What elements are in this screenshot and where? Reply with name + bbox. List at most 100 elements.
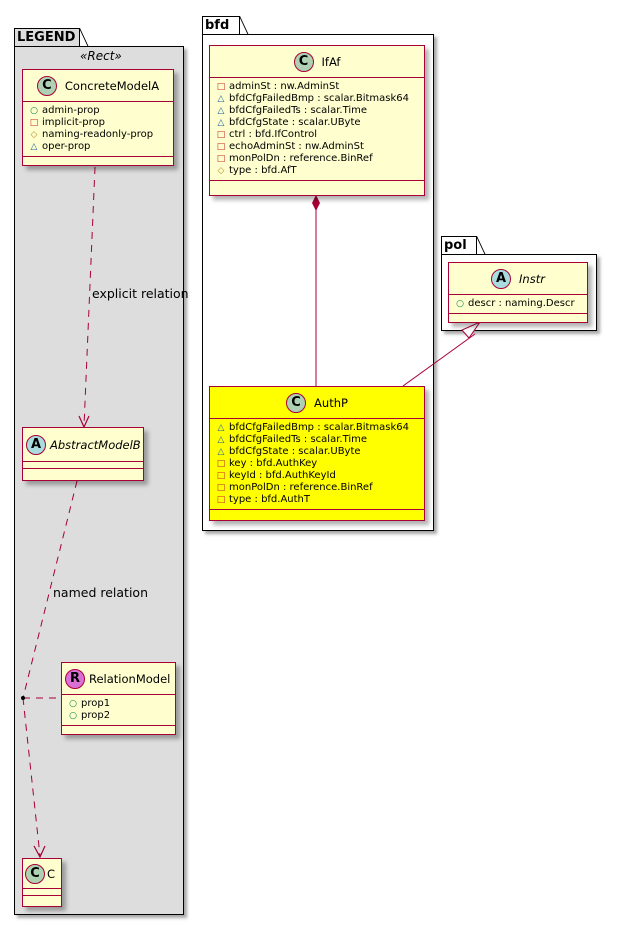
class-authp[interactable]: C AuthP △ bfdCfgFailedBmp : scalar.Bitmas… — [209, 386, 425, 521]
attributes-section — [23, 889, 61, 896]
attribute-row: ○ prop1 — [68, 698, 175, 710]
class-name: AuthP — [314, 395, 348, 410]
class-name: RelationModel — [89, 671, 171, 686]
class-spot-icon: C — [293, 51, 314, 72]
private-visibility-icon: □ — [216, 82, 226, 92]
class-instr[interactable]: A Instr ○ descr : naming.Descr — [448, 262, 588, 323]
package-name-legend: LEGEND — [17, 30, 76, 45]
package-visibility-icon: △ — [217, 447, 225, 457]
explicit-relation-line — [83, 166, 96, 427]
attribute-text: ctrl : bfd.IfControl — [229, 129, 318, 140]
attributes-section — [23, 462, 143, 469]
public-visibility-icon: ○ — [69, 699, 77, 709]
class-name: C — [47, 866, 56, 881]
private-visibility-icon: □ — [216, 459, 226, 469]
private-visibility-icon: □ — [216, 471, 226, 481]
attribute-list: ○ admin-prop □ implicit-prop ◇ naming-re… — [23, 102, 173, 157]
class-header: C C — [23, 859, 61, 889]
package-visibility-icon: △ — [30, 142, 38, 152]
attribute-text: bfdCfgFailedBmp : scalar.Bitmask64 — [229, 93, 410, 104]
attribute-row: △ oper-prop — [29, 141, 173, 153]
named-relation-arrowhead — [33, 845, 46, 859]
explicit-relation-label: explicit relation — [92, 286, 189, 301]
attribute-row: □adminSt : nw.AdminSt — [216, 81, 424, 93]
attribute-list: ○ descr : naming.Descr — [449, 295, 587, 314]
attribute-list: ○ prop1 ○ prop2 — [62, 695, 175, 726]
attribute-text: key : bfd.AuthKey — [229, 458, 318, 469]
attribute-text: bfdCfgFailedTs : scalar.Time — [229, 105, 368, 116]
methods-section — [23, 157, 173, 164]
class-name: ConcreteModelA — [64, 78, 160, 93]
class-header: C ConcreteModelA — [23, 70, 173, 102]
class-concrete-model-a[interactable]: C ConcreteModelA ○ admin-prop □ implicit… — [22, 69, 174, 166]
attribute-row: □type : bfd.AuthT — [216, 494, 424, 506]
attribute-row: △ bfdCfgFailedTs : scalar.Time — [216, 434, 424, 446]
private-visibility-icon: □ — [216, 130, 226, 140]
attribute-row: □monPolDn : reference.BinRef — [216, 482, 424, 494]
legend-stereotype: «Rect» — [80, 49, 122, 63]
public-visibility-icon: ○ — [456, 299, 464, 309]
methods-section — [210, 510, 424, 517]
attribute-text: prop1 — [81, 698, 111, 709]
named-relation-line-upper — [22, 480, 78, 699]
attribute-row: ○ prop2 — [68, 710, 175, 722]
attribute-text: bfdCfgState : scalar.UByte — [229, 446, 361, 457]
package-visibility-icon: △ — [217, 118, 225, 128]
package-visibility-icon: △ — [217, 94, 225, 104]
class-relation-model[interactable]: R RelationModel ○ prop1 ○ prop2 — [61, 662, 176, 735]
attribute-row: □ implicit-prop — [29, 117, 173, 129]
class-header: C IfAf — [210, 46, 424, 78]
class-spot-icon: C — [25, 863, 45, 884]
private-visibility-icon: □ — [216, 154, 226, 164]
attribute-row: △ bfdCfgFailedBmp : scalar.Bitmask64 — [216, 422, 424, 434]
package-name-bfd: bfd — [205, 18, 230, 33]
attribute-list: △ bfdCfgFailedBmp : scalar.Bitmask64 △ bfd… — [210, 419, 424, 510]
attribute-text: bfdCfgFailedBmp : scalar.Bitmask64 — [229, 422, 410, 433]
class-name: Instr — [519, 271, 545, 286]
attribute-list: □adminSt : nw.AdminSt △bfdCfgFailedBmp :… — [210, 78, 424, 181]
methods-section — [23, 896, 61, 903]
attribute-row: △ bfdCfgFailedTs : scalar.Time — [216, 105, 424, 117]
attribute-text: naming-readonly-prop — [42, 129, 154, 140]
attribute-text: echoAdminSt : nw.AdminSt — [229, 141, 364, 152]
package-tab-legend: LEGEND — [14, 28, 80, 47]
methods-section — [62, 726, 175, 733]
attribute-row: △ bfdCfgState : scalar.UByte — [216, 117, 424, 129]
class-header: A AbstractModelB — [23, 428, 143, 462]
class-header: C AuthP — [210, 387, 424, 419]
attribute-text: keyId : bfd.AuthKeyId — [229, 470, 336, 481]
attribute-text: bfdCfgState : scalar.UByte — [229, 117, 361, 128]
private-visibility-icon: □ — [29, 118, 39, 128]
attribute-row: □ctrl : bfd.IfControl — [216, 129, 424, 141]
attribute-row: ○ descr : naming.Descr — [455, 298, 587, 310]
package-visibility-icon: △ — [217, 435, 225, 445]
attribute-row: ◇type : bfd.AfT — [216, 165, 424, 177]
attribute-text: bfdCfgFailedTs : scalar.Time — [229, 434, 368, 445]
package-visibility-icon: △ — [217, 423, 225, 433]
attribute-row: △ bfdCfgState : scalar.UByte — [216, 446, 424, 458]
attribute-text: adminSt : nw.AdminSt — [229, 81, 340, 92]
public-visibility-icon: ○ — [30, 106, 38, 116]
attribute-row: △ bfdCfgFailedBmp : scalar.Bitmask64 — [216, 93, 424, 105]
attribute-text: prop2 — [81, 710, 111, 721]
attribute-row: □monPolDn : reference.BinRef — [216, 153, 424, 165]
class-ifaf[interactable]: C IfAf □adminSt : nw.AdminSt △bfdCfgFail… — [209, 45, 425, 196]
attribute-text: oper-prop — [42, 141, 91, 152]
relation-junction-dot — [21, 696, 25, 700]
attribute-text: monPolDn : reference.BinRef — [229, 482, 373, 493]
class-spot-icon: C — [36, 75, 57, 96]
methods-section — [23, 469, 143, 476]
attribute-row: □key : bfd.AuthKey — [216, 458, 424, 470]
package-tab-pol: pol — [441, 236, 477, 255]
class-abstract-model-b[interactable]: A AbstractModelB — [22, 427, 144, 481]
attribute-text: descr : naming.Descr — [468, 298, 575, 309]
class-name: IfAf — [321, 54, 341, 69]
attribute-text: admin-prop — [42, 105, 100, 116]
generalization-line — [402, 333, 476, 387]
package-visibility-icon: △ — [217, 106, 225, 116]
class-header: R RelationModel — [62, 663, 175, 695]
private-visibility-icon: □ — [216, 483, 226, 493]
abstract-spot-icon: A — [491, 268, 512, 289]
class-c[interactable]: C C — [22, 858, 62, 907]
